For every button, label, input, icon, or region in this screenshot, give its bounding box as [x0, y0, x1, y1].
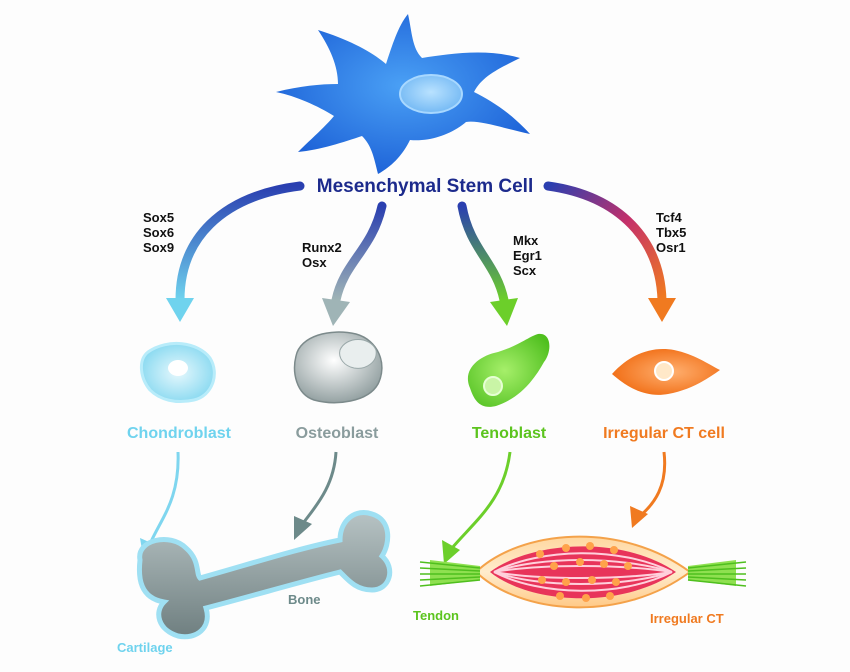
stem-to-chondro-arrow	[166, 181, 305, 322]
factor-label: Tbx5	[656, 225, 687, 240]
stem-cell-icon	[276, 14, 530, 174]
bone-icon	[136, 510, 393, 640]
teno-to-tendon-arrow	[442, 451, 512, 564]
chondroblast-cell-icon	[140, 341, 216, 404]
tendon-left-icon	[419, 560, 481, 587]
factor-label: Sox5	[143, 210, 175, 225]
cartilage-label: Cartilage	[117, 640, 173, 655]
irregular-ct-label: Irregular CT	[650, 611, 724, 626]
stem-to-osteo-arrow	[322, 201, 387, 326]
irregular-ct-icon	[474, 535, 692, 609]
stem-to-irregular-arrow	[543, 181, 676, 322]
tendon-right-icon	[687, 560, 747, 587]
irregular-factors: Tcf4 Tbx5 Osr1	[656, 210, 686, 255]
chondroblast-label: Chondroblast	[127, 425, 231, 442]
stem-to-teno-arrow	[457, 201, 518, 326]
bone-label: Bone	[288, 592, 321, 607]
tenoblast-cell-icon	[467, 333, 550, 407]
factor-label: Egr1	[513, 248, 542, 263]
factor-label: Osr1	[656, 240, 686, 255]
teno-factors: Mkx Egr1 Scx	[513, 233, 542, 278]
tenoblast-label: Tenoblast	[471, 425, 547, 442]
factor-label: Runx2	[302, 240, 342, 255]
osteoblast-label: Osteoblast	[295, 425, 379, 442]
osteo-factors: Runx2 Osx	[302, 240, 342, 270]
chondro-factors: Sox5 Sox6 Sox9	[143, 210, 174, 255]
irregular-ct-cell-icon	[612, 349, 720, 395]
osteoblast-cell-icon	[293, 331, 383, 404]
tendon-label: Tendon	[413, 608, 459, 623]
factor-label: Sox9	[143, 240, 175, 255]
osteo-to-bone-arrow	[294, 451, 338, 540]
factor-label: Mkx	[513, 233, 539, 248]
factor-label: Tcf4	[656, 210, 682, 225]
irregular-to-ct-arrow	[630, 451, 667, 528]
factor-label: Sox6	[143, 225, 175, 240]
factor-label: Scx	[513, 263, 537, 278]
factor-label: Osx	[302, 255, 327, 270]
diagram-title: Mesenchymal Stem Cell	[316, 176, 534, 197]
irregular-ct-cell-label: Irregular CT cell	[603, 425, 725, 442]
